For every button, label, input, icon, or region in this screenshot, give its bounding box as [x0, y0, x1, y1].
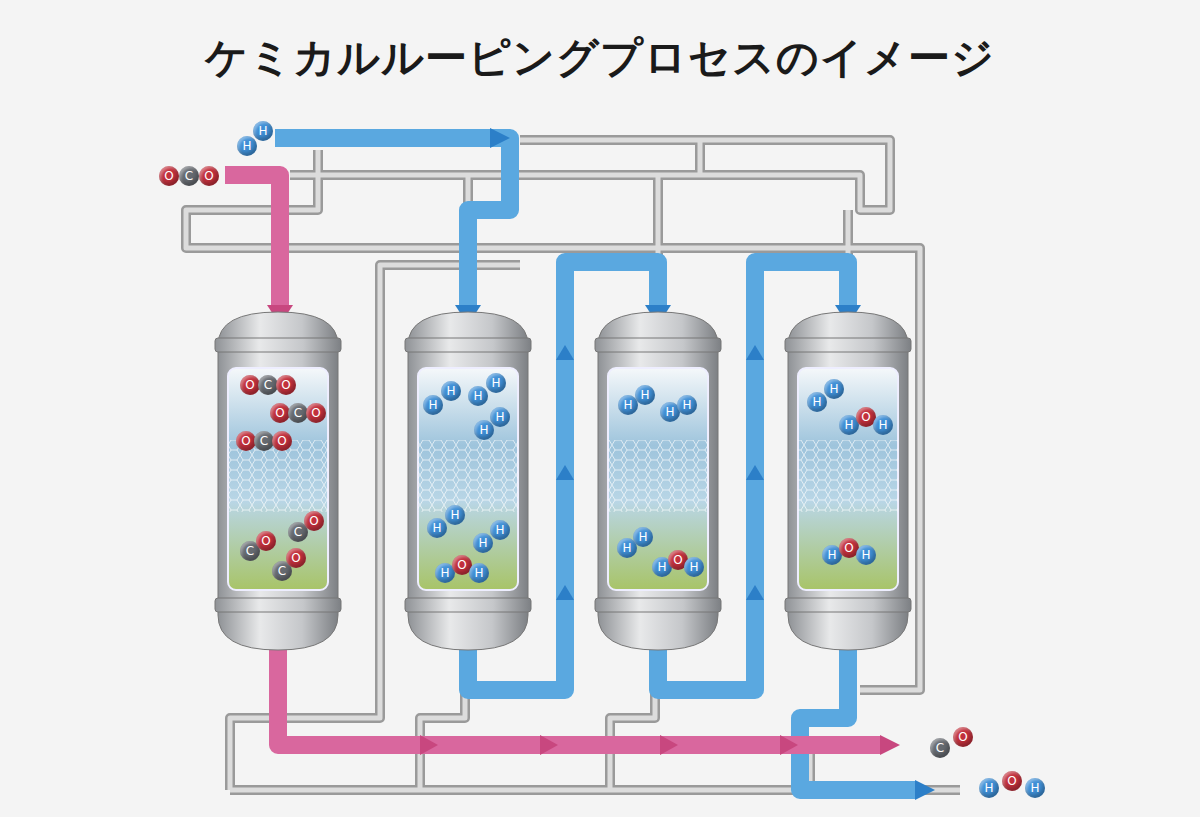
atom-label: H [677, 395, 697, 415]
atom-label: H [824, 379, 844, 399]
atom-label: H [237, 136, 257, 156]
atom-label: H [1025, 778, 1045, 798]
atom-label: O [1002, 771, 1022, 791]
atom-label: O [240, 375, 260, 395]
atom-label: C [254, 431, 274, 451]
atom-label: H [979, 778, 999, 798]
atom-label: H [633, 527, 653, 547]
atom-label: O [953, 727, 973, 747]
atom-label: C [179, 166, 199, 186]
atom-label: H [486, 373, 506, 393]
atom-label: H [469, 563, 489, 583]
atom-label: H [423, 395, 443, 415]
atom-label: O [256, 531, 276, 551]
atom-label: C [288, 403, 308, 423]
atom-label: O [306, 403, 326, 423]
atom-label: O [276, 375, 296, 395]
atom-label: H [807, 392, 827, 412]
atom-label: H [441, 381, 461, 401]
atom-label: O [286, 548, 306, 568]
atom-label: C [258, 375, 278, 395]
atom-label: H [856, 545, 876, 565]
atom-label: O [304, 511, 324, 531]
atom-label: H [873, 415, 893, 435]
atom-label: C [930, 738, 950, 758]
atom-label: O [199, 166, 219, 186]
atom-label: H [253, 121, 273, 141]
atom-label: O [159, 166, 179, 186]
atom-label: H [684, 557, 704, 577]
atom-label: O [270, 403, 290, 423]
atom-label: O [272, 431, 292, 451]
atom-label: H [490, 407, 510, 427]
atom-label: H [445, 505, 465, 525]
atom-label: H [635, 385, 655, 405]
title: ケミカルルーピングプロセスのイメージ [0, 30, 1200, 86]
atom-label: H [427, 518, 447, 538]
atom-label: H [468, 386, 488, 406]
atom-label: H [490, 520, 510, 540]
atom-label: O [236, 431, 256, 451]
atom-label: H [473, 533, 493, 553]
